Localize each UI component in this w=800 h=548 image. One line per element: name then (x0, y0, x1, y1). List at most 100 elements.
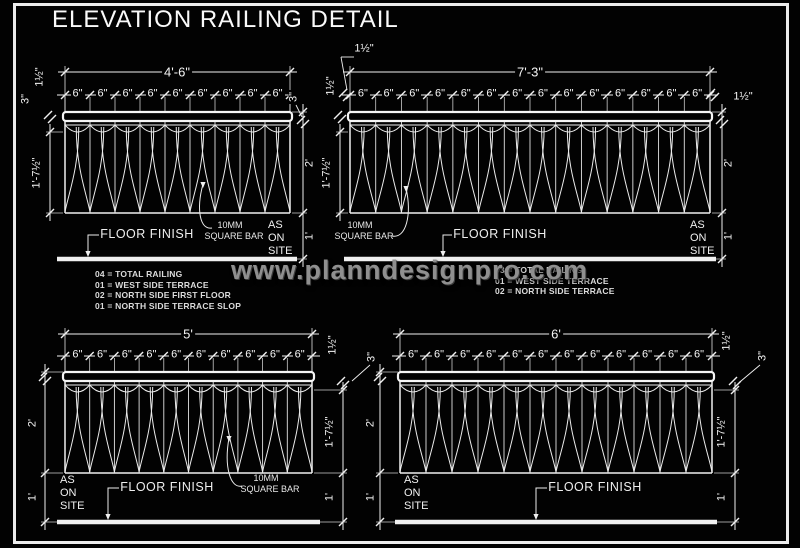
small-dim-label: 1½" (33, 65, 46, 89)
note-line: 01 = NORTH SIDE TERRACE SLOP (95, 300, 242, 311)
segment-dim-label: 6" (245, 87, 260, 100)
segment-dim-label: 6" (639, 348, 655, 361)
as-on-site-line: AS (404, 474, 419, 486)
segment-dim-label: 6" (195, 87, 210, 100)
segment-dim-label: 6" (431, 348, 447, 361)
segment-dim-label: 6" (70, 348, 85, 361)
segment-dim-label: 6" (432, 87, 448, 100)
segment-dim-label: 6" (561, 87, 576, 100)
segment-dim-label: 6" (612, 87, 628, 100)
watermark: www.planndesignpro.com (231, 255, 589, 285)
floor-finish-label: FLOOR FINISH (453, 227, 547, 241)
height-dim-label: 1'-7½" (715, 414, 728, 450)
square-bar-label-line2: SQUARE BAR (334, 231, 394, 241)
segment-dim-label: 6" (690, 87, 705, 100)
as-on-site-line: AS (690, 219, 705, 231)
segment-dim-label: 6" (95, 87, 110, 100)
segment-dim-label: 6" (407, 87, 422, 100)
height-dim-label: 1' (722, 229, 735, 243)
segment-dim-label: 6" (267, 348, 282, 361)
segment-dim-label: 6" (509, 348, 525, 361)
segment-dim-label: 6" (119, 348, 134, 361)
page-title: ELEVATION RAILING DETAIL (52, 6, 399, 33)
floor-finish-label: FLOOR FINISH (100, 227, 194, 241)
segment-dim-label: 6" (457, 348, 473, 361)
overall-width-dim: 6' (549, 326, 563, 342)
segment-dim-label: 6" (193, 348, 208, 361)
segment-dim-label: 6" (292, 348, 307, 361)
as-on-site-line: SITE (268, 245, 293, 257)
as-on-site-line: AS (268, 219, 283, 231)
square-bar-label-line2: SQUARE BAR (240, 484, 300, 494)
small-dim-label: 1½" (326, 333, 339, 357)
overall-width-dim: 4'-6" (162, 64, 192, 80)
segment-dim-label: 6" (243, 348, 258, 361)
segment-dim-label: 6" (510, 87, 525, 100)
notes-left: 04 = TOTAL RAILING 01 = WEST SIDE TERRAC… (95, 269, 241, 311)
segment-dim-label: 6" (483, 348, 499, 361)
square-bar-label-line1: 10MM (217, 220, 243, 230)
height-dim-label: 1' (323, 490, 336, 504)
overall-width-dim: 5' (181, 326, 195, 342)
notes-right: 03 = TOTAL RAILING 01 = WEST SIDE TERRAC… (495, 265, 615, 297)
square-bar-label-line2: SQUARE BAR (204, 231, 264, 241)
height-dim-label: 1'-7½" (320, 155, 333, 191)
segment-dim-label: 6" (120, 87, 135, 100)
segment-dim-label: 6" (355, 87, 370, 100)
height-dim-label: 1' (715, 490, 728, 504)
as-on-site-line: AS (60, 474, 75, 486)
segment-dim-label: 6" (220, 87, 235, 100)
segment-dim-label: 6" (561, 348, 577, 361)
height-dim-label: 1'-7½" (323, 414, 336, 450)
height-dim-label: 2' (303, 156, 316, 170)
segment-dim-label: 6" (664, 87, 679, 100)
segment-dim-label: 6" (691, 348, 707, 361)
segment-dim-label: 6" (613, 348, 629, 361)
small-dim-label: 1½" (352, 42, 376, 55)
segment-dim-label: 6" (484, 87, 499, 100)
segment-dim-label: 6" (145, 87, 160, 100)
segment-dim-label: 6" (381, 87, 396, 100)
segment-dim-label: 6" (169, 348, 184, 361)
small-dim-label: 3" (365, 349, 378, 365)
height-dim-label: 2' (26, 416, 39, 430)
drawing-north-side-first-floor-railing (333, 56, 729, 267)
segment-dim-label: 6" (170, 87, 185, 100)
note-line: 02 = NORTH SIDE FIRST FLOOR (95, 290, 231, 300)
small-dim-label: 1½" (324, 74, 337, 98)
as-on-site-line: ON (690, 232, 707, 244)
segment-dim-label: 6" (405, 348, 421, 361)
segment-dim-label: 6" (587, 348, 603, 361)
segment-dim-label: 6" (70, 87, 85, 100)
segment-dim-label: 6" (144, 348, 159, 361)
as-on-site-line: SITE (404, 500, 429, 512)
note-line: 04 = TOTAL RAILING (95, 269, 183, 279)
segment-dim-label: 6" (587, 87, 602, 100)
drawing-north-side-terrace-slop-railing (373, 328, 761, 530)
drawing-north-side-terrace-railing (38, 328, 371, 530)
segment-dim-label: 6" (535, 348, 551, 361)
segment-dim-label: 6" (95, 348, 110, 361)
note-line: 03 = TOTAL RAILING (495, 265, 583, 275)
height-dim-label: 2' (722, 156, 735, 170)
as-on-site-line: SITE (60, 500, 85, 512)
segment-dim-label: 6" (638, 87, 653, 100)
small-dim-label: 3" (19, 91, 32, 107)
segment-dim-label: 6" (218, 348, 233, 361)
as-on-site-line: ON (60, 487, 77, 499)
note-line: 01 = WEST SIDE TERRACE (95, 279, 209, 290)
floor-finish-label: FLOOR FINISH (120, 480, 214, 494)
small-dim-label: 1½" (731, 90, 755, 103)
square-bar-label-line1: 10MM (347, 220, 373, 230)
sheet-border (13, 3, 789, 544)
height-dim-label: 1' (364, 490, 377, 504)
small-dim-label: 3" (287, 89, 300, 105)
small-dim-label: 3" (756, 348, 769, 364)
as-on-site-line: SITE (690, 245, 715, 257)
